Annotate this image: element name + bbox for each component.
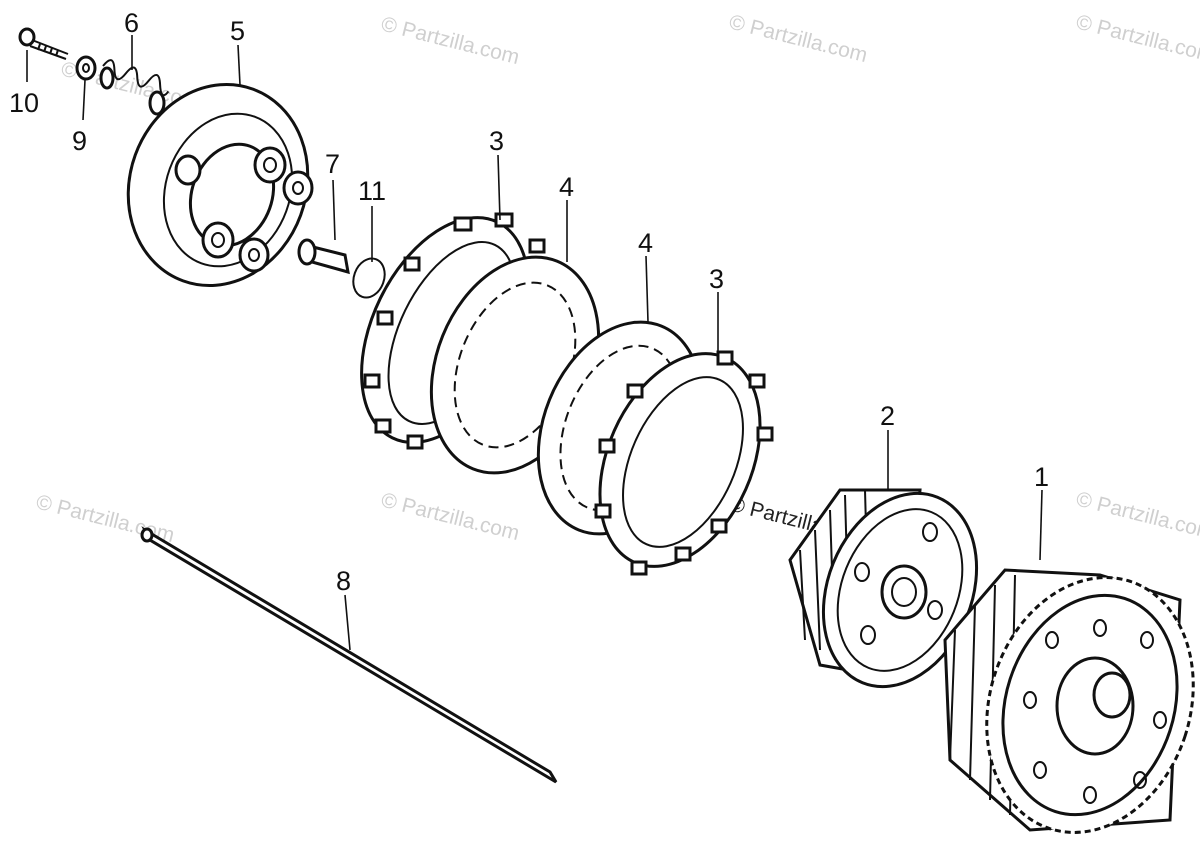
watermark: © Partzilla.com (379, 489, 522, 546)
callout-4: 4 (638, 228, 653, 258)
watermark: © Partzilla.com (727, 11, 870, 68)
watermark: © Partzilla.com (1074, 11, 1200, 68)
leader-line (497, 154, 501, 221)
part-6-spring (99, 59, 170, 116)
part-3-friction-disc (594, 350, 774, 576)
callout-2: 2 (880, 401, 895, 431)
callout-3: 3 (709, 264, 724, 294)
leader-line (1039, 489, 1043, 561)
part-2-clutch-center (788, 488, 979, 689)
part-1-clutch-outer (943, 568, 1195, 834)
callout-5: 5 (230, 16, 245, 46)
part-10-bolt (18, 27, 69, 60)
leader-line (237, 44, 241, 86)
watermark: © Partzilla.com (379, 13, 522, 70)
part-9-washer (75, 55, 97, 81)
callout-7: 7 (325, 149, 340, 179)
part-7-pin (297, 238, 350, 275)
callout-11: 11 (358, 176, 386, 206)
callout-6: 6 (124, 8, 139, 38)
watermark: © Partzilla.com (1074, 488, 1200, 545)
part-11-circlip (352, 257, 386, 299)
callout-1: 1 (1034, 462, 1049, 492)
leader-line (82, 79, 86, 121)
callout-3: 3 (489, 126, 504, 156)
callout-4: 4 (559, 172, 574, 202)
leader-lines (26, 35, 1043, 651)
leader-line (645, 255, 649, 323)
callout-9: 9 (72, 126, 87, 156)
leader-line (332, 179, 336, 241)
part-8-push-rod (140, 526, 558, 784)
callout-10: 10 (9, 88, 39, 118)
callout-labels: 10 9 6 5 7 11 3 4 4 3 2 1 8 (9, 8, 1049, 596)
part-5-pressure-plate (126, 83, 314, 287)
callout-8: 8 (336, 566, 351, 596)
leader-line (344, 594, 351, 651)
